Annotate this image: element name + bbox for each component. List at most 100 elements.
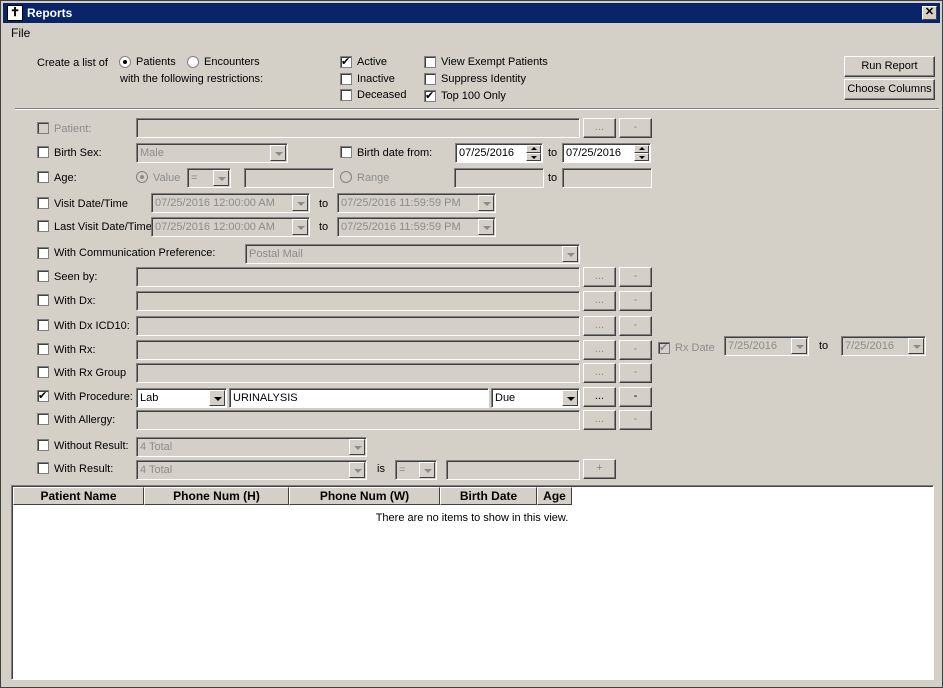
column-header-phone-h[interactable]: Phone Num (H) (144, 487, 289, 505)
column-header-birth-date[interactable]: Birth Date (440, 487, 537, 505)
age-label: Age: (54, 172, 77, 184)
birth-to-value: 07/25/2016 (566, 147, 622, 159)
seen-by-clear-button[interactable]: - (619, 267, 652, 287)
age-value-input[interactable] (244, 168, 334, 188)
column-header-patient-name[interactable]: Patient Name (13, 487, 144, 505)
suppress-identity-checkbox[interactable] (424, 73, 436, 85)
spin-up-icon[interactable] (634, 145, 649, 153)
run-report-button[interactable]: Run Report (844, 56, 935, 77)
procedure-status-select[interactable]: Due (491, 388, 580, 408)
age-range-radio[interactable] (340, 171, 352, 183)
deceased-checkbox[interactable] (340, 89, 352, 101)
with-allergy-input[interactable] (136, 410, 580, 430)
with-dx-clear-button[interactable]: - (619, 291, 652, 311)
result-operator-select[interactable]: = (395, 460, 437, 480)
birth-date-checkbox[interactable] (340, 146, 352, 158)
without-result-checkbox[interactable] (37, 439, 49, 451)
with-rx-clear-button[interactable]: - (619, 340, 652, 360)
is-label: is (377, 463, 385, 475)
age-to-label: to (548, 172, 558, 184)
inactive-checkbox[interactable] (340, 73, 352, 85)
spin-down-icon[interactable] (526, 153, 541, 161)
menu-file[interactable]: File (11, 26, 31, 40)
visit-datetime-checkbox[interactable] (37, 197, 49, 209)
view-exempt-checkbox[interactable] (424, 56, 436, 68)
last-visit-checkbox[interactable] (37, 220, 49, 232)
age-range-to-input[interactable] (562, 168, 652, 188)
comm-pref-checkbox[interactable] (37, 247, 49, 259)
close-button[interactable]: ✕ (922, 6, 937, 20)
with-rx-checkbox[interactable] (37, 343, 49, 355)
seen-by-browse-button[interactable]: ... (583, 267, 616, 287)
spin-down-icon[interactable] (634, 153, 649, 161)
patients-label: Patients (136, 56, 176, 68)
window-title: Reports (27, 6, 73, 20)
with-dx-icd10-checkbox[interactable] (37, 319, 49, 331)
with-allergy-browse-button[interactable]: ... (583, 410, 616, 430)
procedure-browse-button[interactable]: ... (583, 387, 616, 407)
column-header-phone-w[interactable]: Phone Num (W) (289, 487, 440, 505)
patient-input[interactable] (136, 118, 580, 138)
spin-up-icon[interactable] (526, 145, 541, 153)
column-header-age[interactable]: Age (537, 487, 572, 505)
with-procedure-checkbox[interactable] (37, 389, 49, 402)
with-rx-group-browse-button[interactable]: ... (583, 363, 616, 383)
comm-pref-select[interactable]: Postal Mail (245, 244, 580, 264)
visit-to-label: to (319, 198, 329, 210)
with-rx-group-input[interactable] (136, 363, 580, 383)
patient-browse-button[interactable]: ... (583, 118, 616, 138)
procedure-type-value: Lab (140, 392, 159, 404)
with-rx-group-checkbox[interactable] (37, 366, 49, 378)
last-visit-from-select[interactable]: 07/25/2016 12:00:00 AM (151, 217, 310, 237)
rx-to-select[interactable]: 7/25/2016 (841, 336, 926, 356)
age-range-from-input[interactable] (454, 168, 544, 188)
with-rx-label: With Rx: (54, 344, 96, 356)
last-visit-to-select[interactable]: 07/25/2016 11:59:59 PM (337, 217, 496, 237)
with-dx-icd10-clear-button[interactable]: - (619, 316, 652, 336)
chevron-down-icon (292, 195, 308, 211)
seen-by-input[interactable] (136, 267, 580, 287)
patients-radio[interactable] (119, 56, 131, 68)
choose-columns-button[interactable]: Choose Columns (844, 79, 935, 100)
birth-sex-select[interactable]: Male (136, 143, 288, 163)
with-rx-browse-button[interactable]: ... (583, 340, 616, 360)
birth-from-spinner[interactable]: 07/25/2016 (455, 143, 543, 163)
with-dx-icd10-input[interactable] (136, 316, 580, 336)
age-operator-select[interactable]: = (187, 168, 231, 188)
result-add-button[interactable]: + (583, 459, 616, 479)
procedure-name-input[interactable]: URINALYSIS (229, 388, 489, 408)
patient-checkbox[interactable] (37, 122, 49, 134)
with-dx-icd10-browse-button[interactable]: ... (583, 316, 616, 336)
with-rx-input[interactable] (136, 340, 580, 360)
age-range-label: Range (357, 172, 390, 184)
with-allergy-clear-button[interactable]: - (619, 410, 652, 430)
with-dx-browse-button[interactable]: ... (583, 291, 616, 311)
with-rx-group-clear-button[interactable]: - (619, 363, 652, 383)
top100-checkbox[interactable] (424, 89, 436, 102)
with-result-checkbox[interactable] (37, 462, 49, 474)
result-value-input[interactable] (446, 460, 580, 480)
without-result-select[interactable]: 4 Total (136, 437, 367, 457)
rx-date-checkbox[interactable] (658, 341, 670, 354)
with-allergy-checkbox[interactable] (37, 413, 49, 425)
patient-clear-button[interactable]: - (619, 118, 652, 138)
with-dx-checkbox[interactable] (37, 294, 49, 306)
visit-from-select[interactable]: 07/25/2016 12:00:00 AM (151, 193, 310, 213)
active-checkbox[interactable] (340, 55, 352, 68)
birth-to-label: to (548, 147, 558, 159)
with-dx-input[interactable] (136, 291, 580, 311)
encounters-radio[interactable] (187, 56, 199, 68)
birth-sex-checkbox[interactable] (37, 146, 49, 158)
seen-by-checkbox[interactable] (37, 270, 49, 282)
with-result-select[interactable]: 4 Total (136, 460, 367, 480)
procedure-clear-button[interactable]: - (619, 387, 652, 407)
age-checkbox[interactable] (37, 171, 49, 183)
visit-to-select[interactable]: 07/25/2016 11:59:59 PM (337, 193, 496, 213)
patient-label: Patient: (54, 123, 92, 135)
chevron-down-icon (908, 338, 924, 354)
rx-from-select[interactable]: 7/25/2016 (724, 336, 809, 356)
results-list[interactable]: Patient Name Phone Num (H) Phone Num (W)… (11, 485, 934, 680)
procedure-type-select[interactable]: Lab (136, 388, 227, 408)
birth-to-spinner[interactable]: 07/25/2016 (562, 143, 651, 163)
age-value-radio[interactable] (136, 171, 148, 183)
